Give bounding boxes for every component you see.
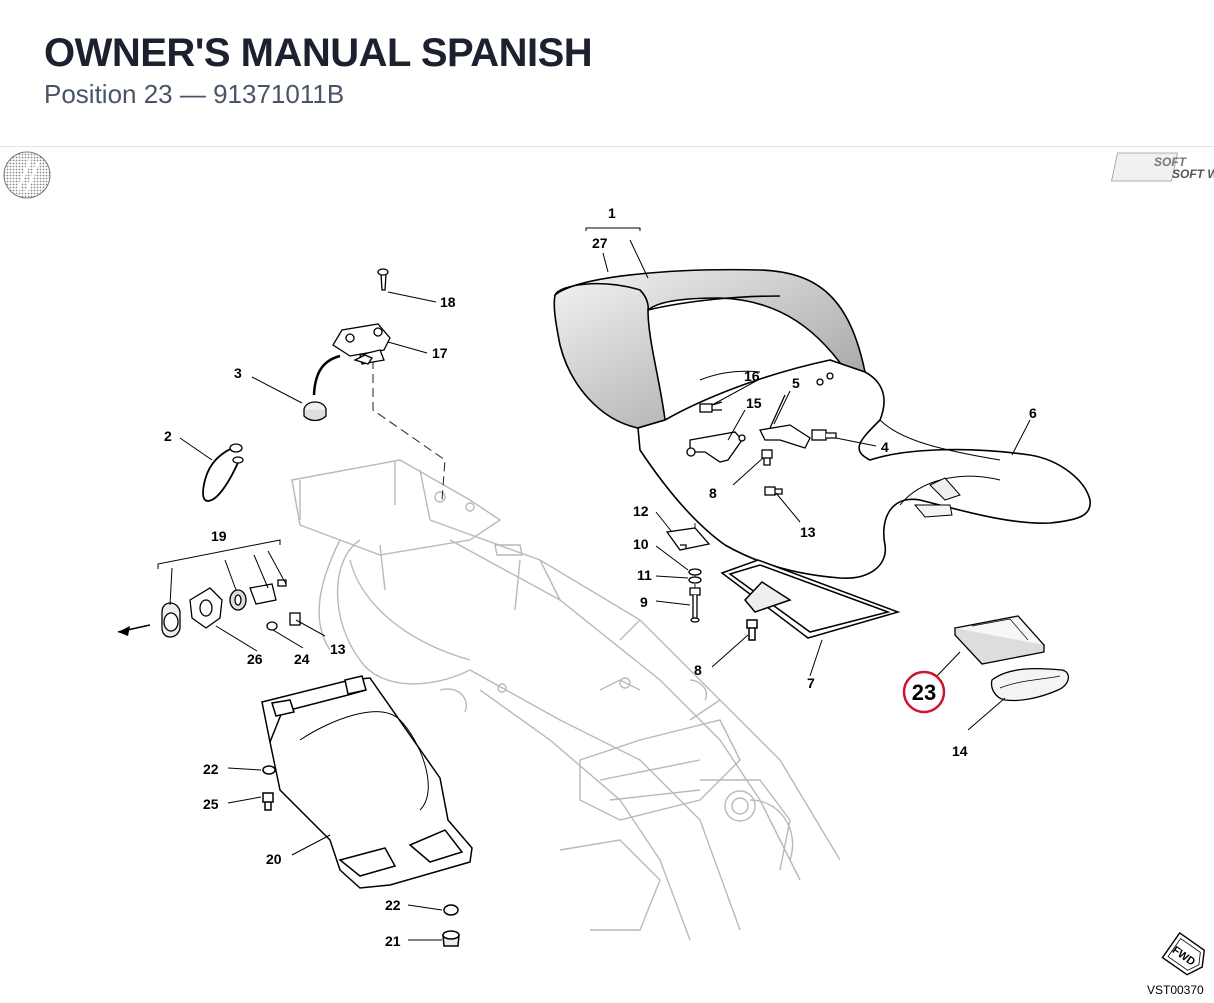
callout-13-lock: 13 xyxy=(330,641,346,657)
soft-way-logo: SOFT SOFT WAY xyxy=(1111,152,1214,182)
callout-7: 7 xyxy=(807,675,815,691)
callout-25: 25 xyxy=(203,796,219,812)
callout-19: 19 xyxy=(211,528,227,544)
callout-26: 26 xyxy=(247,651,263,667)
callout-3: 3 xyxy=(234,365,242,381)
header: OWNER'S MANUAL SPANISH Position 23 — 913… xyxy=(44,30,593,110)
callout-16: 16 xyxy=(744,368,760,384)
callout-24: 24 xyxy=(294,651,310,667)
callout-23: 23 xyxy=(912,680,936,705)
callout-2: 2 xyxy=(164,428,172,444)
exploded-parts-diagram: SOFT SOFT WAY xyxy=(3,151,1214,997)
callout-4: 4 xyxy=(881,439,889,455)
callout-22-lower: 22 xyxy=(385,897,401,913)
page-subtitle: Position 23 — 91371011B xyxy=(44,79,345,109)
callout-22-upper: 22 xyxy=(203,761,219,777)
callout-5: 5 xyxy=(792,375,800,391)
callout-18: 18 xyxy=(440,294,456,310)
storage-tray xyxy=(720,559,901,641)
callout-1: 1 xyxy=(608,205,616,221)
callout-20: 20 xyxy=(266,851,282,867)
arrow-head-icon xyxy=(118,626,130,636)
hardware-stack-left xyxy=(665,527,711,623)
callout-14: 14 xyxy=(952,743,968,759)
callout-10: 10 xyxy=(633,536,649,552)
under-seat-tray xyxy=(261,675,473,947)
fwd-direction-icon: FWD xyxy=(1161,931,1205,976)
callout-15: 15 xyxy=(746,395,762,411)
header-divider xyxy=(0,146,1214,147)
round-brand-icon xyxy=(3,151,51,199)
callout-17: 17 xyxy=(432,345,448,361)
seat-assembly xyxy=(553,268,1091,579)
callout-11: 11 xyxy=(637,567,652,583)
callout-21: 21 xyxy=(385,933,401,949)
callout-8-lower: 8 xyxy=(694,662,702,678)
callout-27: 27 xyxy=(592,235,608,251)
manual-and-pouch xyxy=(953,615,1069,702)
callout-leaders xyxy=(157,227,1031,941)
highlighted-callout-23[interactable]: 23 xyxy=(902,670,946,714)
seat-latch-assembly xyxy=(202,268,391,502)
callout-8-upper: 8 xyxy=(709,485,717,501)
seat-lock-brackets xyxy=(686,372,837,496)
lock-cylinder-group xyxy=(161,579,301,638)
callout-9: 9 xyxy=(640,594,648,610)
callout-13-seat: 13 xyxy=(800,524,816,540)
svg-text:SOFT: SOFT xyxy=(1154,155,1188,169)
frame-outline xyxy=(291,459,841,941)
callout-12: 12 xyxy=(633,503,649,519)
reference-code: VST00370 xyxy=(1147,983,1204,997)
page-title: OWNER'S MANUAL SPANISH xyxy=(44,31,593,75)
callout-6: 6 xyxy=(1029,405,1037,421)
brand-logo-text: SOFT WAY xyxy=(1172,167,1214,181)
